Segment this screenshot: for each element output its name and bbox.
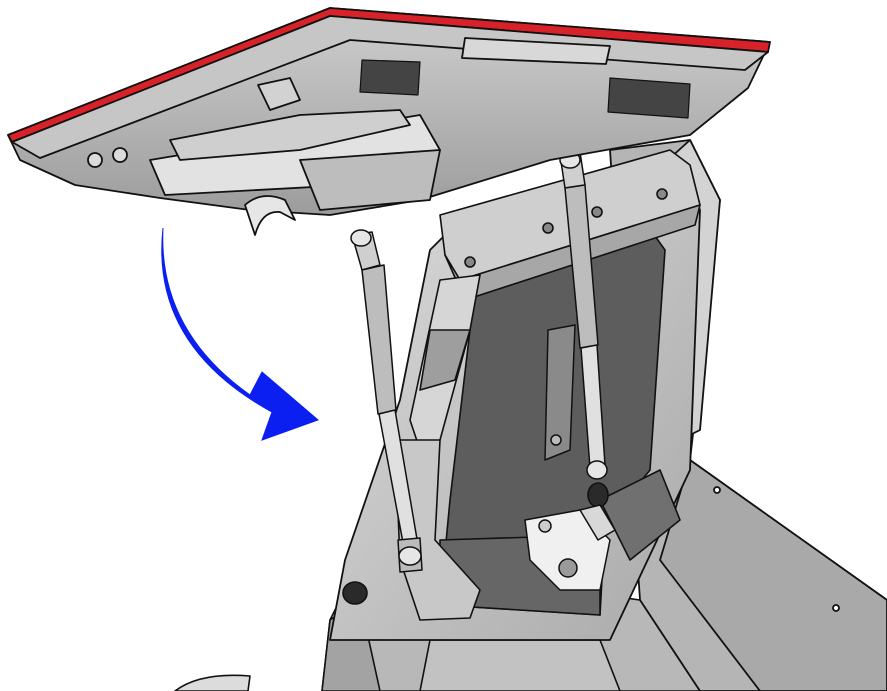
vent-left <box>359 59 421 96</box>
gas-spring-left <box>350 229 423 573</box>
gas-spring-right <box>559 151 608 480</box>
center-plate <box>544 324 576 461</box>
vent-right <box>607 77 691 119</box>
left-support-arm <box>342 274 609 621</box>
curved-arrow-icon <box>161 227 319 441</box>
pivot-hinge-right <box>524 504 616 591</box>
display-head <box>7 7 771 236</box>
